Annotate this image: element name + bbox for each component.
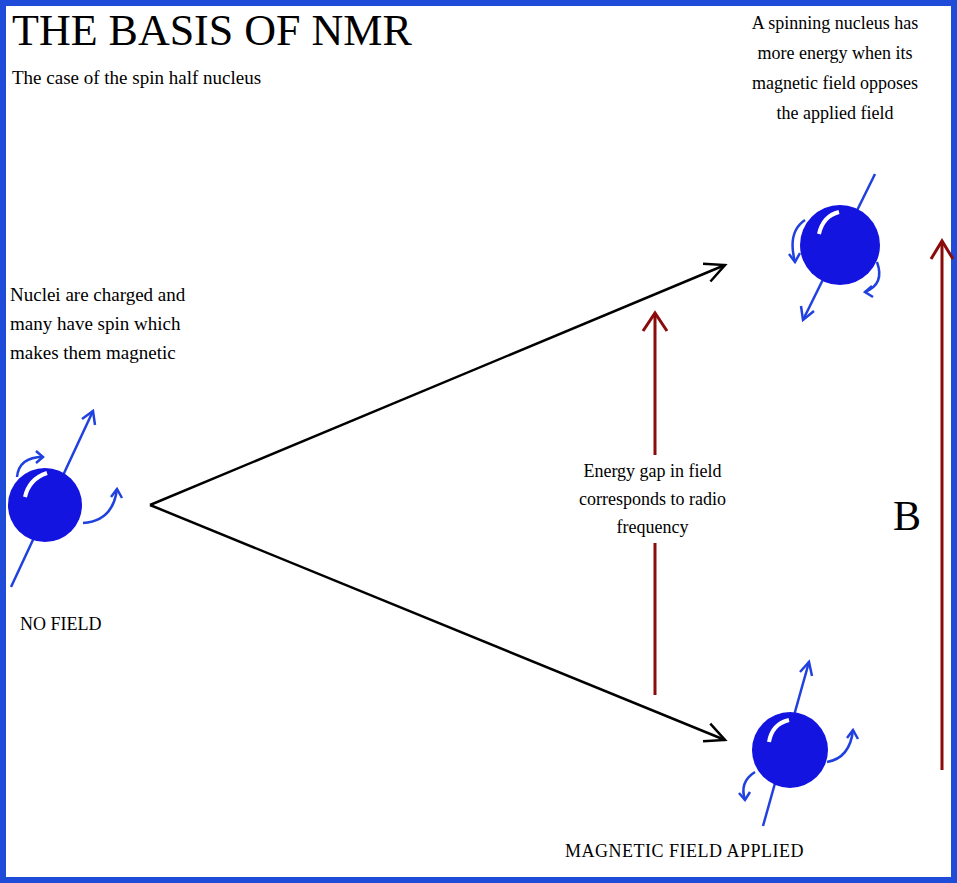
diagram-title: THE BASIS OF NMR [12, 8, 532, 54]
nucleus-low-energy: MAGNETIC FIELD APPLIED [725, 650, 895, 830]
arrowhead [703, 724, 725, 742]
nucleus-note: A spinning nucleus has more energy when … [745, 8, 925, 128]
state-label: NO FIELD [20, 612, 180, 636]
state-label: MAGNETIC FIELD APPLIED [565, 840, 945, 862]
energy-gap-label: Energy gap in field corresponds to radio… [570, 455, 735, 543]
field-b-arrowhead [931, 241, 953, 259]
nucleus-sphere [725, 170, 915, 360]
nucleus-high-energy: A spinning nucleus has more energy when … [725, 170, 915, 360]
nucleus-sphere [725, 650, 895, 830]
nucleus-no-field: Nuclei are charged and many have spin wh… [5, 405, 150, 605]
field-b-arrow [941, 241, 944, 770]
energy-gap-arrowhead [643, 313, 667, 331]
nucleus-sphere [5, 405, 150, 605]
field-symbol: B [893, 492, 933, 540]
subtitle: The case of the spin half nucleus [12, 66, 432, 90]
arrowhead [703, 264, 725, 282]
nucleus-note: Nuclei are charged and many have spin wh… [10, 280, 205, 367]
